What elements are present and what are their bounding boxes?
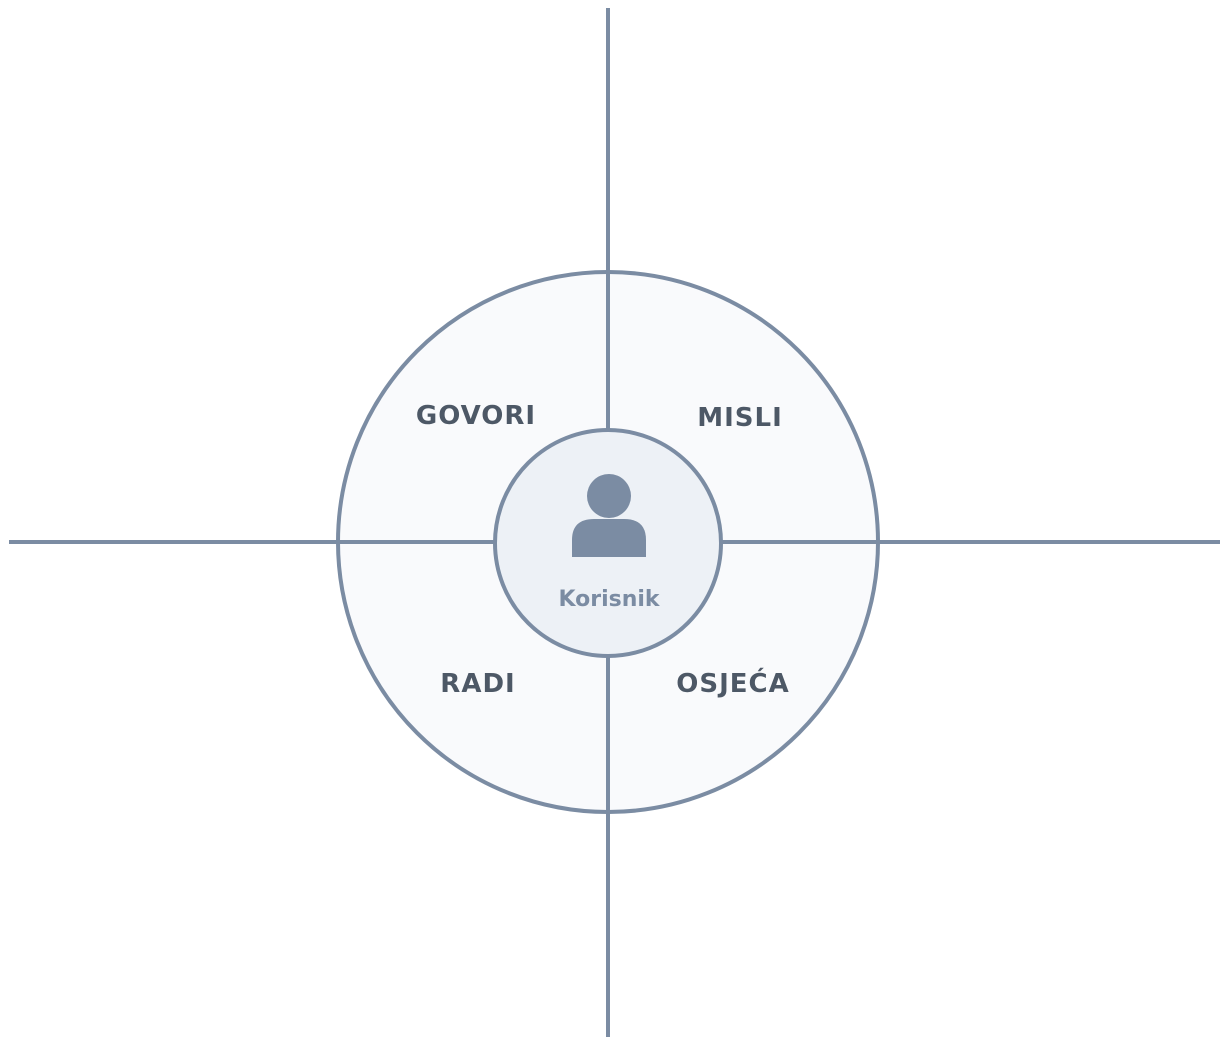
quadrant-label-thinks: MISLI [697, 403, 783, 433]
center-label: Korisnik [558, 587, 660, 612]
quadrant-label-does: RADI [440, 669, 515, 699]
quadrant-label-feels: OSJEĆA [676, 667, 789, 699]
user-icon [572, 474, 646, 557]
quadrant-label-says: GOVORI [416, 401, 536, 431]
